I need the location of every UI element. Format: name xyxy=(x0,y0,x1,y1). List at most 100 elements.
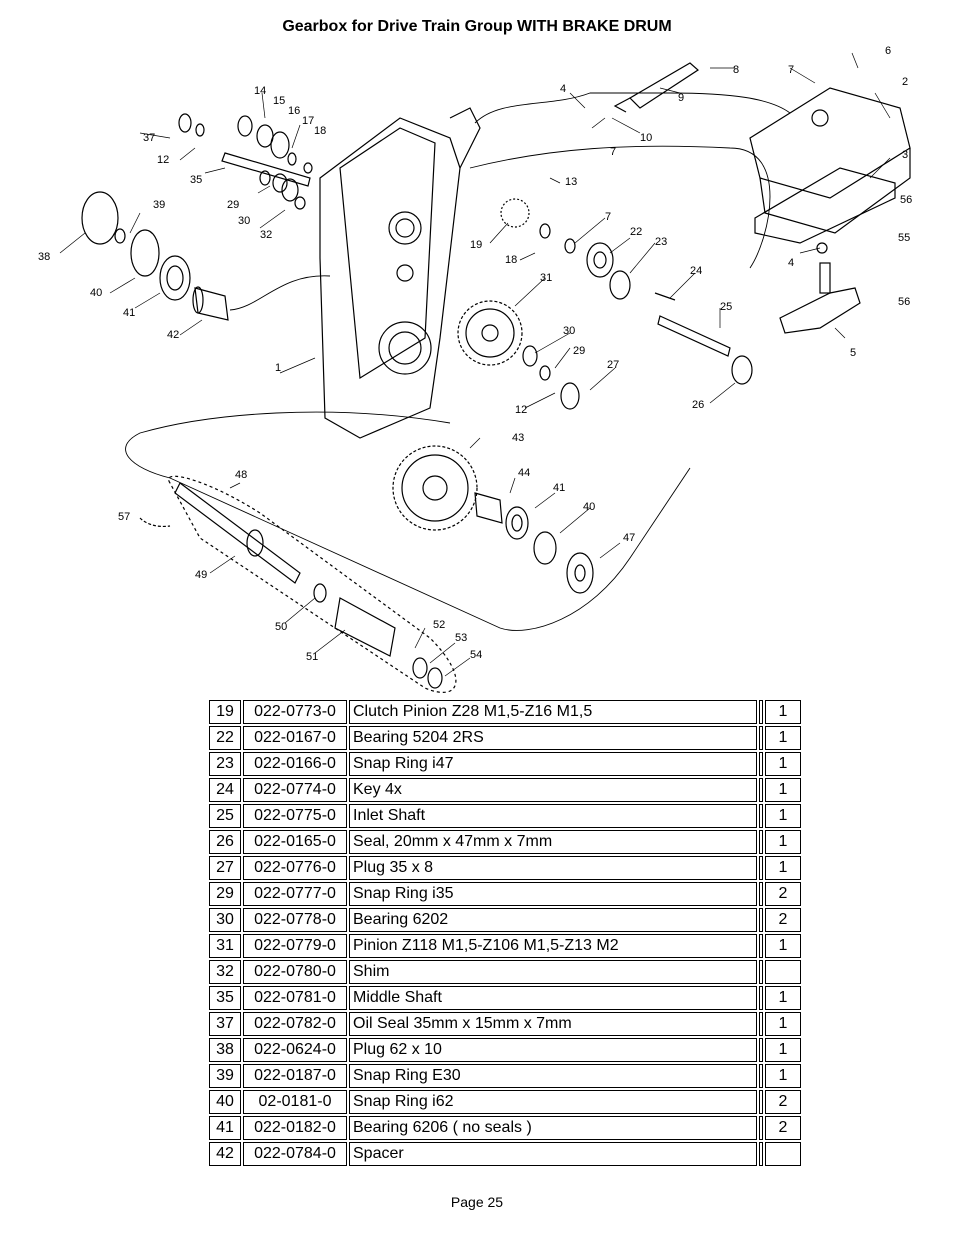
item-number-cell: 32 xyxy=(209,960,241,984)
middle-shaft xyxy=(221,152,311,187)
diagram-label: 1 xyxy=(275,362,281,374)
diagram-label: 55 xyxy=(898,232,910,244)
blank-cell xyxy=(759,1142,763,1166)
description-cell: Snap Ring i47 xyxy=(349,752,757,776)
part-number-cell: 022-0777-0 xyxy=(243,882,347,906)
item-number-cell: 31 xyxy=(209,934,241,958)
blank-cell xyxy=(759,700,763,724)
diagram-label: 35 xyxy=(190,174,202,186)
quantity-cell: 2 xyxy=(765,1090,801,1114)
diagram-label: 41 xyxy=(123,307,135,319)
diagram-label: 40 xyxy=(90,287,102,299)
quantity-cell: 2 xyxy=(765,908,801,932)
item-number-cell: 29 xyxy=(209,882,241,906)
description-cell: Bearing 5204 2RS xyxy=(349,726,757,750)
blank-cell xyxy=(759,1038,763,1062)
inlet-shaft xyxy=(657,315,731,357)
item-number-cell: 27 xyxy=(209,856,241,880)
diagram-callout-labels: 1 2 3 4 4 5 6 7 7 7 8 9 10 12 12 13 14 1… xyxy=(38,45,912,663)
item-number-cell: 23 xyxy=(209,752,241,776)
quantity-cell: 1 xyxy=(765,1012,801,1036)
item-number-cell: 37 xyxy=(209,1012,241,1036)
exploded-parts-diagram: 1 2 3 4 4 5 6 7 7 7 8 9 10 12 12 13 14 1… xyxy=(38,45,912,693)
diagram-label: 37 xyxy=(143,132,155,144)
diagram-label: 24 xyxy=(690,265,702,277)
diagram-label: 22 xyxy=(630,226,642,238)
diagram-label: 13 xyxy=(565,176,577,188)
page-title: Gearbox for Drive Train Group WITH BRAKE… xyxy=(282,18,672,35)
diagram-label: 12 xyxy=(515,404,527,416)
diagram-label: 47 xyxy=(623,532,635,544)
quantity-cell: 1 xyxy=(765,934,801,958)
description-cell: Shim xyxy=(349,960,757,984)
diagram-label: 48 xyxy=(235,469,247,481)
diagram-label: 10 xyxy=(640,132,652,144)
diagram-label: 54 xyxy=(470,649,482,661)
diagram-label: 7 xyxy=(605,211,611,223)
diagram-label: 41 xyxy=(553,482,565,494)
part-number-cell: 022-0778-0 xyxy=(243,908,347,932)
diagram-label: 16 xyxy=(288,105,300,117)
description-cell: Oil Seal 35mm x 15mm x 7mm xyxy=(349,1012,757,1036)
diagram-label: 17 xyxy=(302,115,314,127)
item-number-cell: 22 xyxy=(209,726,241,750)
diagram-label: 18 xyxy=(505,254,517,266)
diagram-label: 23 xyxy=(655,236,667,248)
item-number-cell: 25 xyxy=(209,804,241,828)
blank-cell xyxy=(759,1064,763,1088)
blank-cell xyxy=(759,830,763,854)
diagram-label: 44 xyxy=(518,467,530,479)
diagram-label: 31 xyxy=(540,272,552,284)
part-number-cell: 022-0187-0 xyxy=(243,1064,347,1088)
part-number-cell: 022-0166-0 xyxy=(243,752,347,776)
diagram-label: 2 xyxy=(902,76,908,88)
diagram-label: 6 xyxy=(885,45,891,57)
blank-cell xyxy=(759,882,763,906)
quantity-cell: 1 xyxy=(765,778,801,802)
diagram-label: 26 xyxy=(692,399,704,411)
diagram-label: 53 xyxy=(455,632,467,644)
description-cell: Snap Ring i62 xyxy=(349,1090,757,1114)
blank-cell xyxy=(759,804,763,828)
blank-cell xyxy=(759,908,763,932)
diagram-label: 9 xyxy=(678,92,684,104)
diagram-label: 27 xyxy=(607,359,619,371)
diagram-label: 8 xyxy=(733,64,739,76)
diagram-label: 39 xyxy=(153,199,165,211)
description-cell: Seal, 20mm x 47mm x 7mm xyxy=(349,830,757,854)
quantity-cell: 1 xyxy=(765,726,801,750)
quantity-cell: 2 xyxy=(765,882,801,906)
description-cell: Snap Ring i35 xyxy=(349,882,757,906)
part-number-cell: 022-0624-0 xyxy=(243,1038,347,1062)
part-number-cell: 022-0784-0 xyxy=(243,1142,347,1166)
diagram-label: 38 xyxy=(38,251,50,263)
part-number-cell: 022-0782-0 xyxy=(243,1012,347,1036)
diagram-label: 4 xyxy=(560,83,566,95)
item-number-cell: 24 xyxy=(209,778,241,802)
quantity-cell: 1 xyxy=(765,830,801,854)
diagram-label: 32 xyxy=(260,229,272,241)
quantity-cell: 1 xyxy=(765,986,801,1010)
description-cell: Snap Ring E30 xyxy=(349,1064,757,1088)
quantity-cell xyxy=(765,960,801,984)
diagram-label: 57 xyxy=(118,511,130,523)
quantity-cell: 1 xyxy=(765,752,801,776)
assembly-57-outline xyxy=(168,475,457,693)
pinion-gear xyxy=(457,300,523,366)
part-number-cell: 022-0780-0 xyxy=(243,960,347,984)
page-number: Page 25 xyxy=(450,1194,504,1210)
part-number-cell: 02-0181-0 xyxy=(243,1090,347,1114)
diagram-label: 56 xyxy=(900,194,912,206)
part-number-cell: 022-0781-0 xyxy=(243,986,347,1010)
